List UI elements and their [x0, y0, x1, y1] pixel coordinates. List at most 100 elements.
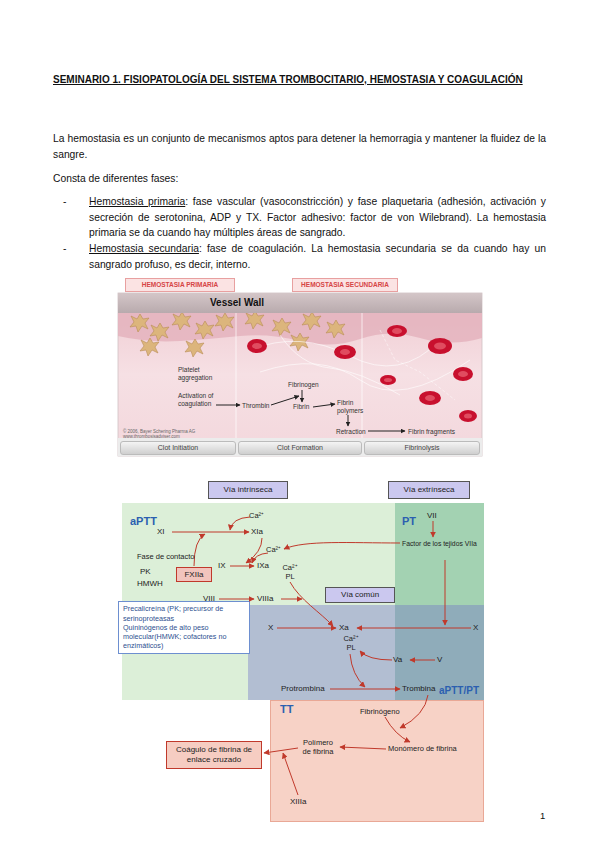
factor-label: X — [473, 623, 478, 633]
figure-label: Fibrin — [293, 403, 309, 411]
factor-label: Polímero de fibrina — [300, 738, 336, 756]
platelet — [245, 311, 264, 329]
node-text: Precalicreína (PK; precursor de serinopr… — [123, 604, 245, 623]
pathway-header: Vía extrínseca — [388, 481, 470, 499]
cascade-arrow — [433, 521, 434, 537]
figure-label: Activation of coagulation — [178, 392, 222, 407]
cascade-arrow — [410, 660, 435, 661]
factor-label: IX — [218, 561, 226, 571]
cascade-arrow — [400, 695, 428, 728]
page-title: SEMINARIO 1. FISIOPATOLOGÍA DEL SISTEMA … — [53, 72, 546, 87]
section-tag: HEMOSTASIA PRIMARIA — [125, 278, 235, 292]
node-text: Vía extrínseca — [403, 485, 454, 495]
fibrin-strand — [260, 360, 470, 390]
cascade-arrow — [172, 532, 249, 533]
cascade-arrow — [277, 628, 336, 629]
red-blood-cell — [340, 349, 350, 355]
figure-label: Thrombin — [242, 402, 269, 410]
node-text: Fibrinolysis — [404, 444, 439, 452]
section-divider — [236, 313, 237, 438]
node-text: Coágulo de fibrina de enlace cruzado — [167, 745, 261, 765]
node-text: FXIIa — [184, 570, 203, 580]
figure-label: Fibrin fragments — [408, 428, 455, 436]
cascade-arrow — [230, 517, 250, 530]
platelet — [195, 321, 214, 339]
node-text: TT — [280, 703, 293, 716]
node-text: Vessel Wall — [210, 297, 264, 309]
red-blood-cell — [384, 378, 392, 382]
cascade-arrow — [360, 651, 392, 660]
cascade-arrow — [357, 628, 471, 629]
platelet — [302, 312, 321, 330]
cascade-arrow — [445, 560, 446, 625]
factor-label: Ca²⁺ PL — [281, 563, 299, 581]
node-text: Quininógenos de alto peso molecular(HMWK… — [123, 623, 245, 651]
red-blood-cell — [334, 345, 356, 359]
red-blood-cell — [459, 410, 477, 422]
bullet-heading: Hemostasia primaria — [89, 196, 185, 207]
factor-label: Fase de contacto — [137, 552, 195, 561]
callout-box: Precalicreína (PK; precursor de serinopr… — [118, 601, 250, 654]
platelet — [150, 323, 169, 341]
factor-label: VIII — [203, 594, 215, 604]
red-blood-cell — [247, 339, 267, 353]
red-blood-cell — [419, 391, 441, 405]
platelet — [272, 318, 291, 336]
factor-label: Va — [393, 655, 402, 665]
process-arrow — [313, 404, 335, 407]
platelet — [140, 338, 159, 356]
factor-label: Trombina — [402, 684, 436, 694]
figure-label: Retraction — [336, 428, 366, 436]
process-arrow — [216, 405, 240, 406]
factor-label: VIIIa — [257, 594, 273, 604]
process-arrow — [302, 390, 303, 402]
tab-strip — [118, 438, 482, 456]
platelet — [326, 320, 345, 338]
red-blood-cell — [434, 343, 446, 350]
bullet-mark: - — [63, 194, 66, 210]
node-text: aPTT — [130, 515, 157, 528]
red-blood-cell — [453, 367, 473, 381]
figure-label: Fibrin polymers — [337, 399, 367, 414]
node-text: HEMOSTASIA PRIMARIA — [142, 281, 219, 289]
cascade-arrow — [230, 566, 254, 567]
node-text: Vía intrínseca — [224, 485, 273, 495]
bullet-mark: - — [63, 241, 66, 257]
red-blood-cell — [252, 343, 262, 349]
cascade-arrow — [219, 599, 254, 600]
fibrin-strand — [250, 340, 440, 366]
factor-label: PK — [140, 567, 151, 577]
body-text: La hemostasia es un conjunto de mecanism… — [53, 131, 546, 162]
factor-label: XIa — [251, 527, 263, 537]
red-blood-cell — [387, 325, 407, 337]
process-arrow — [368, 431, 405, 432]
factor-label: HMWH — [137, 579, 163, 589]
factor-label: VII — [427, 511, 437, 521]
factor-label: Xa — [339, 623, 349, 633]
cascade-arrow — [246, 538, 262, 563]
process-arrow — [348, 415, 349, 426]
node-text: aPTT/PT — [439, 685, 479, 697]
cascade-arrow — [284, 543, 400, 549]
factor-label: Protrombina — [281, 684, 325, 694]
factor-box: FXIIa — [176, 567, 212, 582]
page-number: 1 — [540, 810, 545, 822]
cascade-arrow — [290, 582, 333, 626]
platelet — [185, 339, 204, 357]
platelet — [172, 312, 191, 330]
factor-label: XI — [157, 527, 165, 537]
platelet — [215, 313, 234, 331]
vessel-band: Vessel Wall — [118, 293, 482, 313]
red-blood-cell — [428, 338, 452, 354]
phase-tab: Clot Formation — [238, 441, 362, 455]
node-text: PT — [402, 515, 416, 528]
result-box: Coágulo de fibrina de enlace cruzado — [166, 741, 262, 769]
factor-label: IXa — [257, 561, 269, 571]
cascade-arrow — [194, 534, 205, 566]
fibrin-fragment — [380, 330, 455, 400]
cascade-arrows — [172, 517, 471, 795]
pathway-header: Vía intrínseca — [208, 481, 288, 499]
cascade-arrow — [281, 599, 302, 600]
factor-label: Fibrinógeno — [360, 707, 400, 716]
